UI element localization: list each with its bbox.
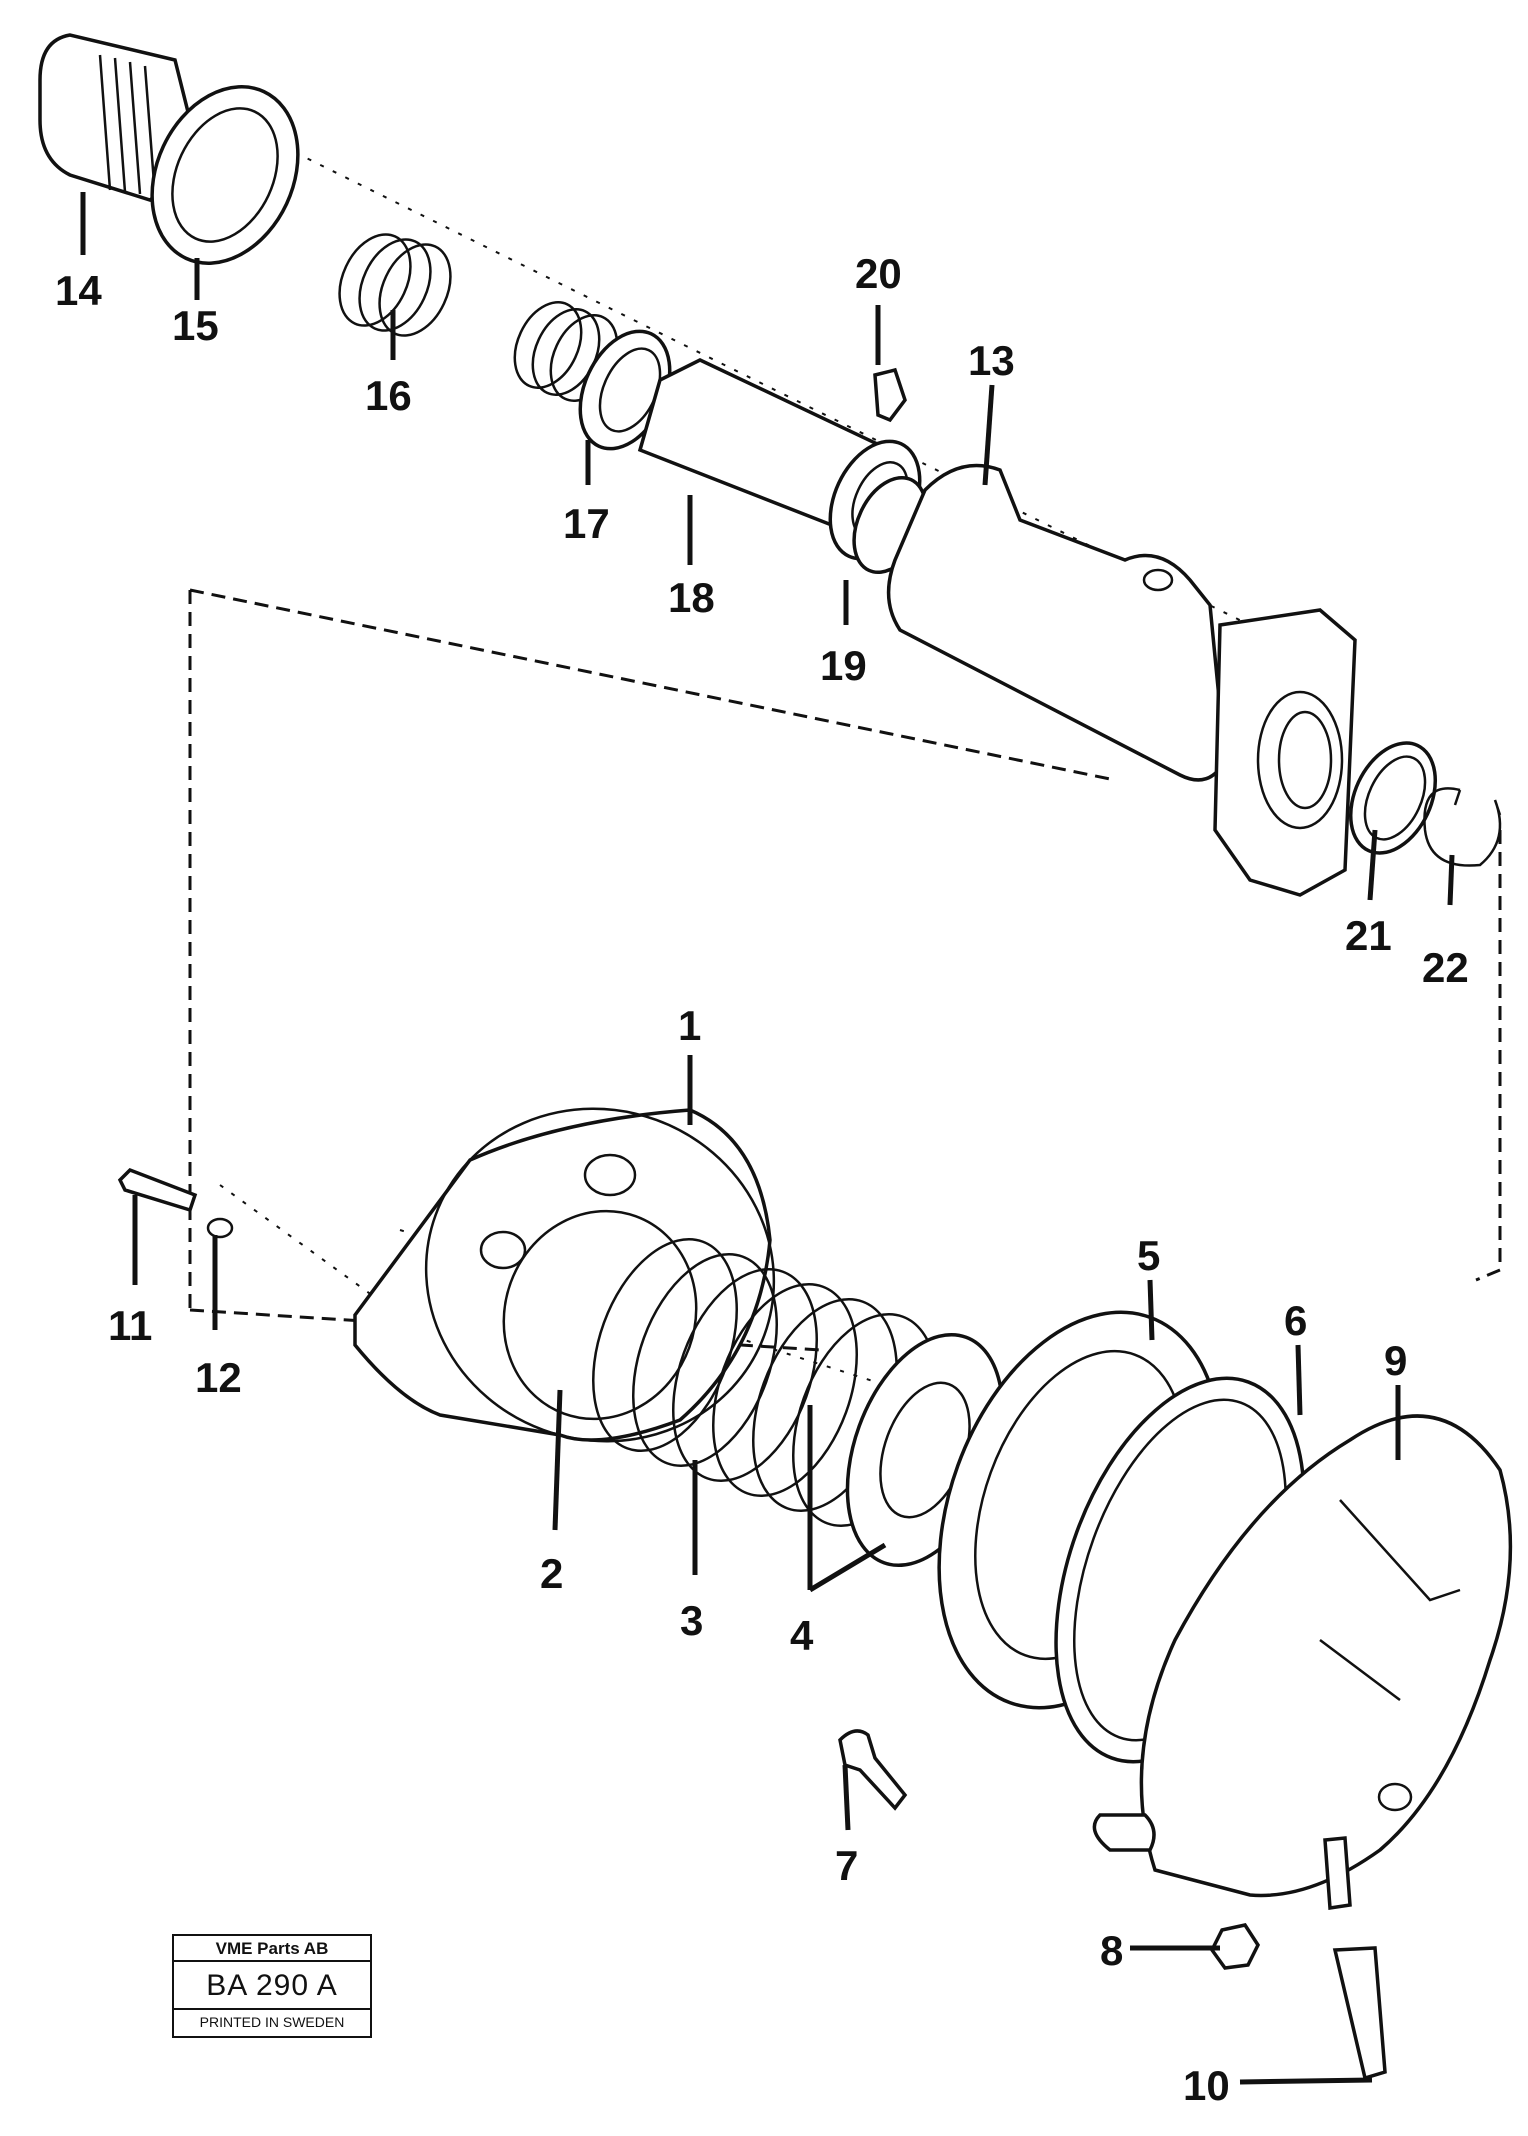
callout-3: 3	[680, 1597, 703, 1644]
callout-17: 17	[563, 500, 610, 547]
callout-19: 19	[820, 642, 867, 689]
clip-part-12	[206, 1217, 234, 1239]
callout-13: 13	[968, 337, 1015, 384]
callout-9: 9	[1384, 1337, 1407, 1384]
gasket-part-2	[502, 1209, 698, 1421]
drawing-reference: BA 290 A	[174, 1962, 370, 2010]
callout-5: 5	[1137, 1232, 1160, 1279]
washer-part-15	[150, 85, 300, 265]
callout-21: 21	[1345, 912, 1392, 959]
callout-12: 12	[195, 1354, 242, 1401]
bolt-part-7	[838, 1729, 908, 1811]
callout-2: 2	[540, 1550, 563, 1597]
hose-fitting-part-10	[1332, 1946, 1387, 2081]
printed-in-footer: PRINTED IN SWEDEN	[199, 2014, 345, 2030]
callout-16: 16	[365, 372, 412, 419]
leader-lines	[80, 192, 1455, 2085]
callout-7: 7	[835, 1842, 858, 1889]
callout-22: 22	[1422, 944, 1469, 991]
callout-labels: 14 15 16 17 18 19 20 13 21 22 1 11 12 2 …	[55, 250, 1469, 2109]
return-spring-part-3	[592, 1238, 938, 1527]
callout-4: 4	[790, 1612, 814, 1659]
callout-20: 20	[855, 250, 902, 297]
reference-suffix: A	[316, 1969, 338, 2002]
chamber-cover-part-9	[1092, 1414, 1513, 1911]
company-name: VME Parts AB	[174, 1936, 370, 1962]
seal-ring-part-21	[1348, 741, 1438, 855]
callout-18: 18	[668, 574, 715, 621]
callout-15: 15	[172, 302, 219, 349]
callout-6: 6	[1284, 1297, 1307, 1344]
callout-8: 8	[1100, 1927, 1123, 1974]
callout-1: 1	[678, 1002, 701, 1049]
brake-chamber-housing-part-1	[353, 1107, 776, 1443]
title-block: VME Parts AB BA 290 A PRINTED IN SWEDEN	[172, 1934, 372, 2038]
cylinder-body-part-13	[886, 463, 1357, 897]
callout-14: 14	[55, 267, 102, 314]
callout-11: 11	[108, 1302, 152, 1349]
reference-prefix: BA 290	[206, 1969, 310, 2002]
callout-10: 10	[1183, 2062, 1230, 2109]
circlip-part-22	[1423, 787, 1502, 867]
clevis-pin-part-11	[117, 1167, 198, 1213]
bleeder-screw-part-20	[873, 367, 907, 423]
